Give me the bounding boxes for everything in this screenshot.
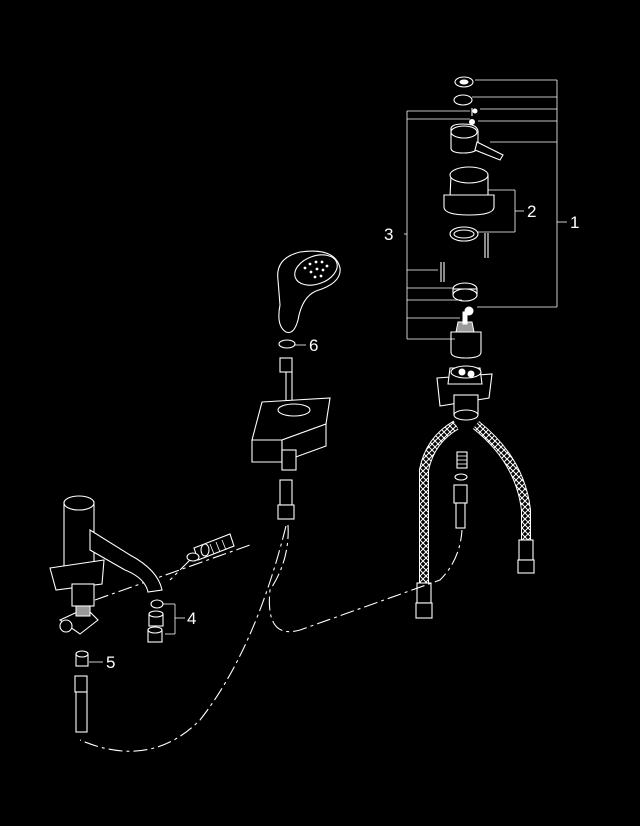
- callout-1-leaders: [472, 79, 567, 308]
- callout-6: 6: [309, 336, 318, 355]
- callout-2-leaders: [478, 189, 524, 233]
- diverter-routing-line: [94, 544, 251, 601]
- hose-routing-line: [268, 524, 463, 633]
- shower-hose-routing-line: [79, 525, 287, 752]
- hose-connector: [186, 533, 235, 562]
- callout-4: 4: [187, 609, 196, 628]
- hand-shower: [277, 250, 341, 400]
- callout-5: 5: [106, 653, 115, 672]
- mixer-body-assembly: [436, 76, 504, 529]
- callout-1: 1: [570, 213, 579, 232]
- mixer-supply-hoses: [415, 420, 535, 619]
- spout-routing-line: [169, 559, 191, 581]
- spout-assembly: [49, 495, 163, 635]
- callout-4-leaders: [163, 603, 185, 635]
- callout-3-leaders: [404, 110, 470, 340]
- callout-2: 2: [527, 202, 536, 221]
- shower-holder: [251, 397, 331, 520]
- callout-3: 3: [384, 225, 393, 244]
- spout-spare-parts: [74, 599, 164, 733]
